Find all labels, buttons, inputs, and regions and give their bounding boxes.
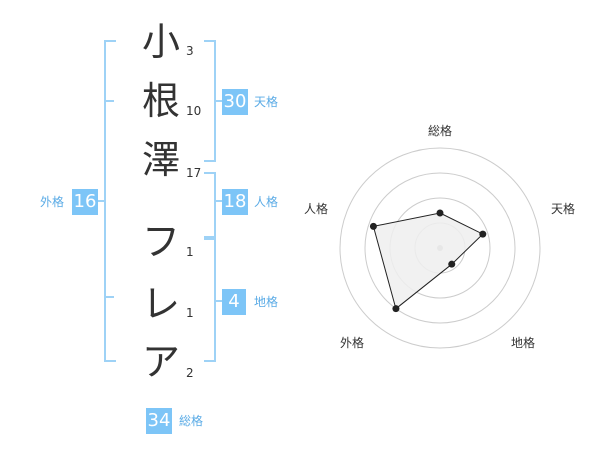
chikaku-bracket-connector [216,300,222,302]
radar-point [369,222,377,230]
radar-axis-label: 人格 [303,202,328,216]
name-char: ア [141,340,180,384]
radar-axis-label: 地格 [510,336,535,350]
radar-point [448,260,456,268]
radar-polygon [372,212,484,310]
name-char: 根 [141,79,180,123]
gaikaku-bracket-tick [104,296,114,298]
name-char: 小 [141,20,180,64]
chikaku-badge: 4 [222,289,246,315]
chikaku-label: 地格 [254,295,279,309]
radar-grid-ring [364,172,516,324]
name-char: フ [141,220,180,264]
stroke-count: 1 [186,245,194,259]
stroke-count: 1 [186,306,194,320]
soukaku-badge: 34 [146,408,172,434]
name-char: レ [141,282,180,326]
tenkaku-label: 天格 [254,95,279,109]
radar-axis-label: 外格 [339,336,364,350]
jinkaku-bracket [204,172,216,238]
stroke-count: 10 [186,104,202,118]
name-char: 澤 [141,138,180,182]
gaikaku-badge: 16 [72,189,98,215]
tenkaku-bracket-connector [216,100,222,102]
radar-point [436,209,444,217]
soukaku-label: 総格 [179,414,204,428]
radar-axis-label: 総格 [427,124,452,138]
jinkaku-bracket-connector [216,200,222,202]
gaikaku-bracket-tick [104,100,114,102]
radar-point [479,230,487,238]
gaikaku-label: 外格 [40,195,65,209]
gaikaku-bracket-connector [96,200,104,202]
chikaku-bracket [204,238,216,362]
jinkaku-badge: 18 [222,189,248,215]
radar-axis-label: 天格 [550,202,575,216]
stroke-count: 2 [186,366,194,380]
stroke-count: 3 [186,44,194,58]
jinkaku-label: 人格 [254,195,279,209]
stroke-count: 17 [186,166,202,180]
tenkaku-bracket [204,40,216,162]
radar-grid-ring [339,147,541,349]
tenkaku-badge: 30 [222,89,248,115]
gaikaku-bracket [104,40,116,362]
radar-point [392,305,400,313]
